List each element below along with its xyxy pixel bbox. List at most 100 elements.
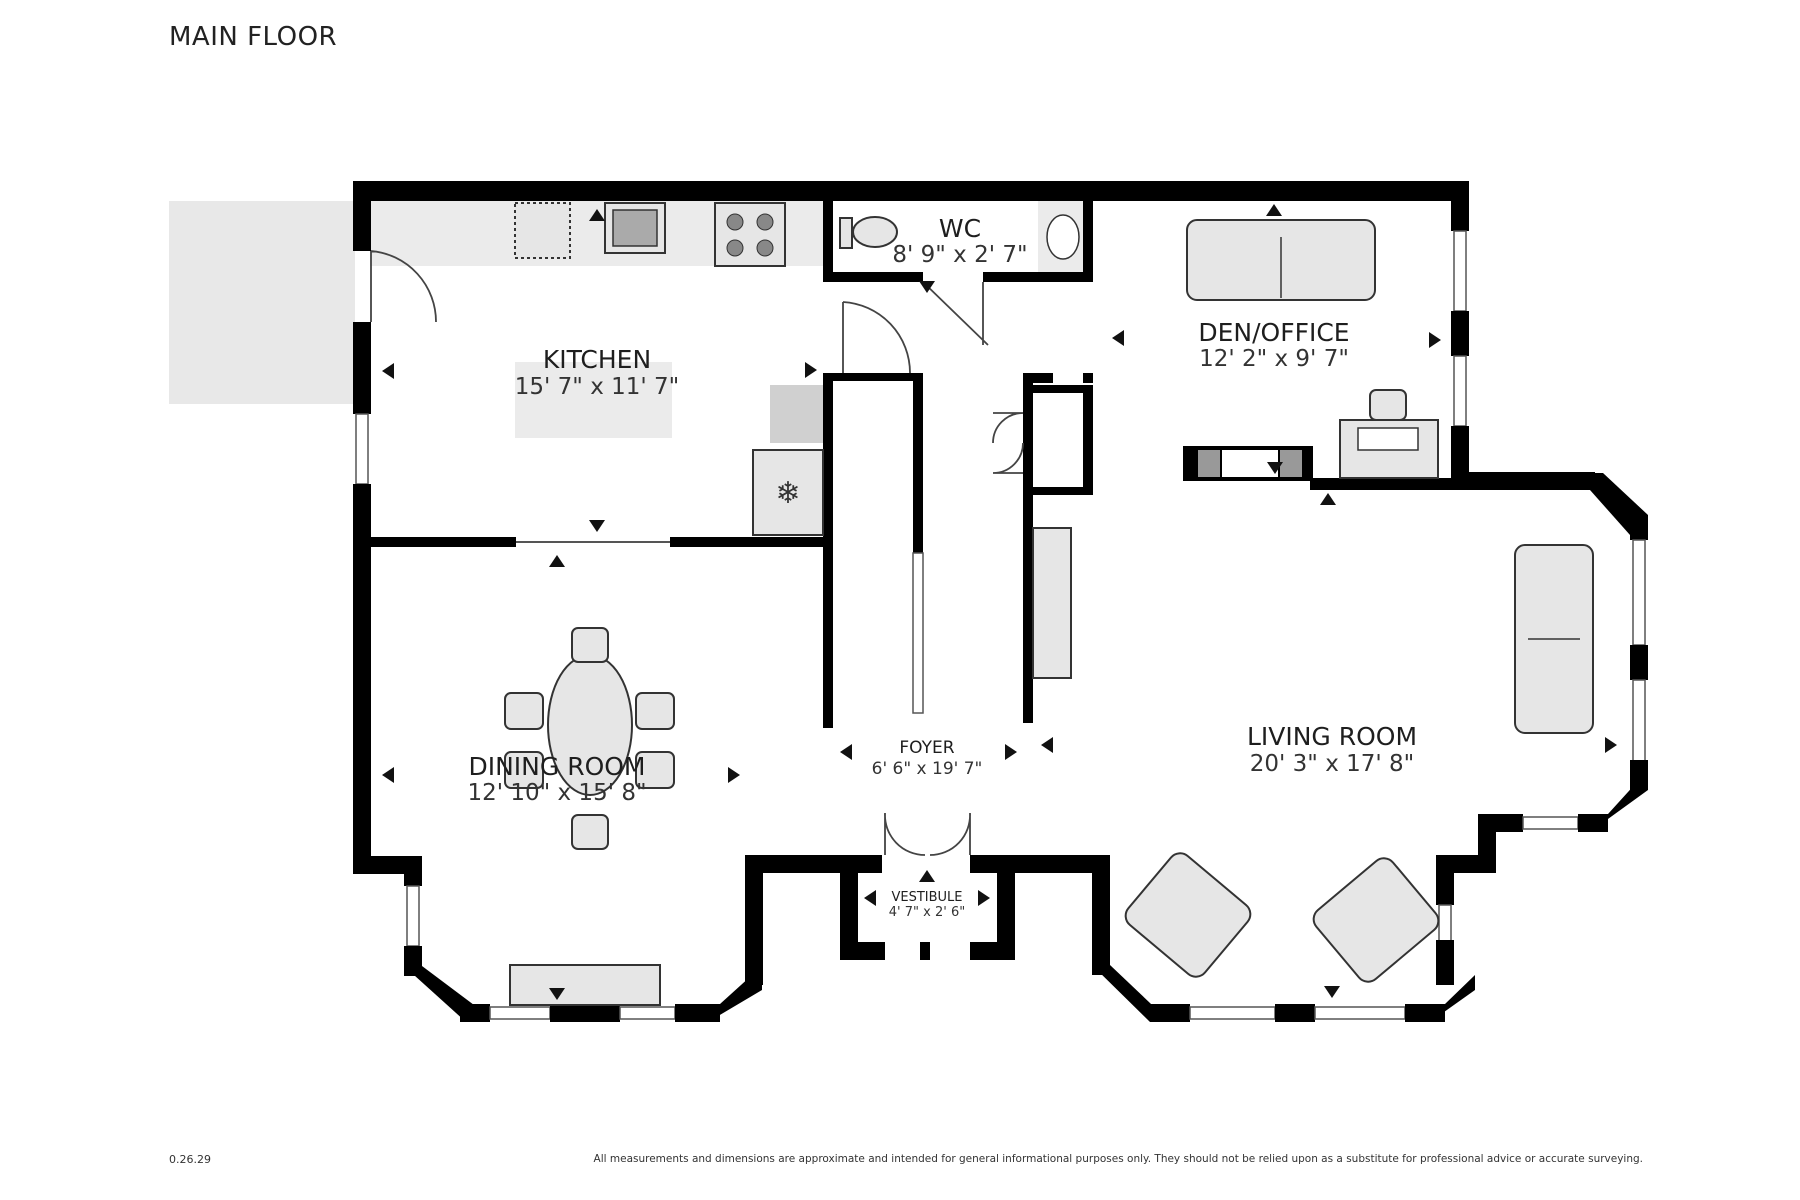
wall-dining-bay-b	[404, 856, 422, 886]
arrow-icon	[1605, 737, 1617, 753]
wall-kitchen-dining-a	[371, 537, 516, 547]
living-label: LIVING ROOM	[1247, 722, 1417, 751]
foyer-dims: 6' 6" x 19' 7"	[872, 759, 983, 779]
wc-toilet-tank	[839, 217, 853, 249]
wall-living-bottom-b	[1275, 1004, 1315, 1022]
window-den-b	[1453, 355, 1467, 427]
front-doors[interactable]	[884, 812, 971, 856]
arrow-icon	[382, 767, 394, 783]
wc-door[interactable]	[922, 281, 989, 346]
dining-chair	[504, 751, 544, 789]
arrow-icon	[840, 744, 852, 760]
window-den-a	[1453, 230, 1467, 312]
arrow-icon	[919, 870, 935, 882]
stove-burner	[726, 239, 744, 257]
stair-rail	[912, 552, 924, 714]
arrow-icon	[805, 362, 817, 378]
wall-dining-bottom-b	[550, 1004, 620, 1022]
wall-wc-bottom-b	[983, 272, 1093, 282]
stair-door[interactable]	[842, 301, 911, 374]
foyer-label: FOYER	[899, 738, 954, 758]
wall-dining-bottom-a	[460, 1004, 490, 1022]
arrow-icon	[1112, 330, 1124, 346]
closet-door[interactable]	[992, 412, 1024, 474]
wall-living-top-right	[1460, 472, 1595, 490]
window-living-bottom-b	[1314, 1006, 1406, 1020]
wall-left-b	[353, 322, 371, 414]
wall-kitchen-dining-b	[670, 537, 825, 547]
exterior-deck	[169, 201, 355, 404]
kitchen-dims: 15' 7" x 11' 7"	[515, 374, 679, 400]
floor-title: MAIN FLOOR	[169, 22, 338, 52]
living-dims: 20' 3" x 17' 8"	[1250, 751, 1414, 777]
wall-top	[353, 181, 1469, 201]
wall-closet-top	[1023, 385, 1093, 393]
arrow-icon	[919, 281, 935, 293]
kitchen-back-door[interactable]	[370, 250, 437, 323]
snowflake-icon: ❄	[775, 476, 800, 511]
wall-living-diag-right	[1430, 975, 1475, 1022]
kitchen-island	[515, 362, 672, 438]
living-fireplace	[1032, 527, 1072, 679]
dining-chair	[571, 814, 609, 850]
wall-wc-right	[1083, 181, 1093, 282]
arrow-icon	[1324, 986, 1340, 998]
wall-stair-right	[913, 373, 923, 553]
stove-burner	[756, 213, 774, 231]
wall-den-right-b	[1451, 311, 1469, 356]
window-living-bottom-a	[1189, 1006, 1276, 1020]
wall-living-step-c	[1478, 814, 1523, 832]
stove-burner	[726, 213, 744, 231]
window-dining-bottom-b	[619, 1006, 676, 1020]
kitchen-dishwasher	[514, 202, 571, 259]
wall-left-c	[353, 484, 371, 874]
den-fireplace-block-a	[1198, 450, 1220, 477]
vestibule-dims: 4' 7" x 2' 6"	[889, 905, 965, 920]
arrow-icon	[589, 520, 605, 532]
arrow-icon	[549, 988, 565, 1000]
wall-front-b	[1015, 855, 1110, 873]
wall-closet-top-a	[1023, 373, 1053, 383]
arrow-icon	[589, 209, 605, 221]
wall-vest-post	[920, 942, 930, 960]
wc-toilet	[852, 216, 898, 248]
wall-wc-bottom-a	[823, 272, 923, 282]
wall-diag-tr	[1590, 473, 1648, 535]
arrow-icon	[382, 363, 394, 379]
arrow-icon	[864, 890, 876, 906]
window-dining-left	[406, 885, 420, 947]
dining-chair	[635, 692, 675, 730]
wall-closet-top-b	[1083, 373, 1093, 383]
wall-vest-right	[997, 855, 1015, 960]
wc-sink	[1046, 214, 1080, 260]
wc-dims: 8' 9" x 2' 7"	[892, 242, 1027, 268]
kitchen-sink-basin	[612, 209, 658, 247]
wall-wc-left	[823, 181, 833, 282]
wall-stair-left	[823, 373, 833, 728]
arrow-icon	[1320, 493, 1336, 505]
dining-chair	[571, 627, 609, 663]
arrow-icon	[1041, 737, 1053, 753]
window-living-step	[1522, 816, 1579, 830]
living-armchair-right	[1312, 857, 1440, 983]
arrow-icon	[728, 767, 740, 783]
wall-closet-left	[1023, 373, 1033, 723]
living-armchair-left	[1124, 852, 1252, 978]
kitchen-fridge	[752, 449, 824, 536]
wall-front-a	[745, 855, 840, 873]
den-chair	[1369, 389, 1407, 421]
wall-living-bottom-a	[1150, 1004, 1190, 1022]
wall-dining-diag-left	[404, 966, 478, 1022]
den-dims: 12' 2" x 9' 7"	[1199, 346, 1349, 372]
arrow-icon	[1005, 744, 1017, 760]
wall-living-bay-left	[1092, 855, 1110, 975]
wall-dining-right-vert	[745, 855, 763, 985]
wall-dining-bay-a	[353, 856, 419, 874]
wall-vest-bottom-l	[840, 942, 885, 960]
stove-burner	[756, 239, 774, 257]
vestibule-label: VESTIBULE	[891, 890, 962, 905]
arrow-icon	[1266, 204, 1282, 216]
wall-dining-bottom-c	[675, 1004, 720, 1022]
kitchen-cabinet	[770, 385, 825, 443]
